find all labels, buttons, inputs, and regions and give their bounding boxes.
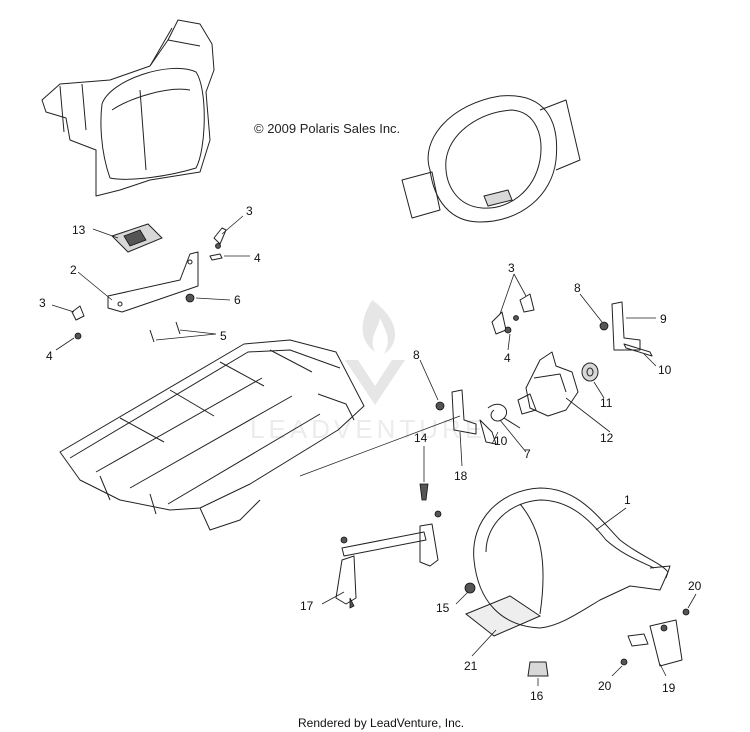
leadventure-watermark-logo	[345, 300, 405, 405]
callout-19: 19	[662, 681, 676, 695]
part-15-clip	[464, 582, 476, 594]
part-16-grommet	[527, 661, 549, 677]
fastener-set-upper-left	[71, 227, 227, 343]
callout-7: 7	[524, 447, 531, 461]
watermark-text: LEADVENTURE	[250, 414, 486, 444]
callout-1: 1	[624, 493, 631, 507]
part-1-seat-cushion	[473, 487, 671, 629]
callout-21: 21	[464, 659, 478, 673]
callout-10: 10	[658, 363, 672, 377]
footer-credit: Rendered by LeadVenture, Inc.	[298, 716, 464, 730]
vehicle-frame	[59, 339, 365, 531]
callout-8: 8	[574, 281, 581, 295]
part-19-seat-latch-plate	[620, 608, 690, 667]
callout-20: 20	[688, 579, 702, 593]
callout-20: 20	[598, 679, 612, 693]
part-12-latch-bracket	[517, 351, 579, 417]
callout-2: 2	[70, 263, 77, 277]
seat-back-right	[401, 95, 581, 223]
part-9-side-bracket	[599, 301, 653, 357]
callout-3: 3	[508, 261, 515, 275]
callout-16: 16	[530, 689, 544, 703]
part-14-screw	[419, 483, 429, 501]
callout-4: 4	[254, 251, 261, 265]
callout-6: 6	[234, 293, 241, 307]
part-17-seat-support	[335, 510, 442, 609]
part-11-bushing	[581, 362, 599, 382]
seat-back-frame-assembly	[41, 19, 215, 197]
callout-11: 11	[600, 396, 613, 410]
callout-9: 9	[660, 312, 667, 326]
callout-labels: 1 2 3 3 3 4 4 4 5 6 7 8 8 9 10 10 11 12 …	[39, 204, 702, 703]
callout-18: 18	[454, 469, 468, 483]
callout-13: 13	[72, 223, 86, 237]
callout-3: 3	[39, 296, 46, 310]
callout-4: 4	[504, 351, 511, 365]
callout-8: 8	[413, 348, 420, 362]
copyright-text: © 2009 Polaris Sales Inc.	[254, 121, 400, 136]
callout-15: 15	[436, 601, 450, 615]
callout-4: 4	[46, 349, 53, 363]
callout-14: 14	[414, 431, 428, 445]
part-7-spring	[487, 403, 521, 429]
part-18-center-bracket	[435, 389, 497, 445]
callout-5: 5	[220, 329, 227, 343]
callout-17: 17	[300, 599, 314, 613]
fastener-set-mid-right	[491, 293, 535, 335]
callout-10: 10	[494, 434, 508, 448]
part-2-mounting-bracket	[107, 251, 199, 313]
callout-3: 3	[246, 204, 253, 218]
part-13-seat-latch	[111, 223, 163, 253]
callout-12: 12	[600, 431, 614, 445]
